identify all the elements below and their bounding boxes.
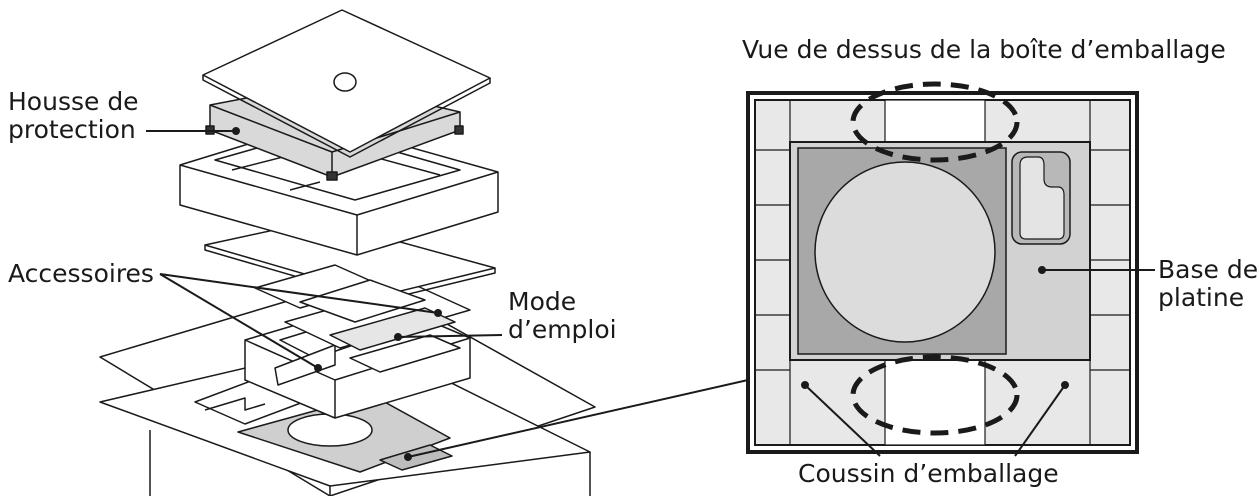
box-top-view — [746, 81, 1139, 454]
left-leader-lines — [146, 127, 749, 461]
label-housse: Housse de protection — [8, 87, 139, 144]
label-vue-dessus: Vue de dessus de la boîte d’emballage — [742, 35, 1226, 64]
right-leader-lines — [801, 266, 1155, 457]
label-accessoires: Accessoires — [8, 259, 154, 288]
bottom-grip-ellipse — [850, 354, 1020, 436]
turntable-base — [789, 141, 1091, 361]
label-base-platine: Base de platine — [1158, 255, 1259, 312]
top-lid — [202, 9, 491, 158]
platter-sheet — [204, 219, 496, 323]
label-mode-emploi: Mode d’emploi — [508, 287, 617, 344]
exploded-packing-view — [99, 9, 596, 496]
top-grip-ellipse — [850, 81, 1020, 163]
label-coussin: Coussin d’emballage — [798, 459, 1059, 488]
